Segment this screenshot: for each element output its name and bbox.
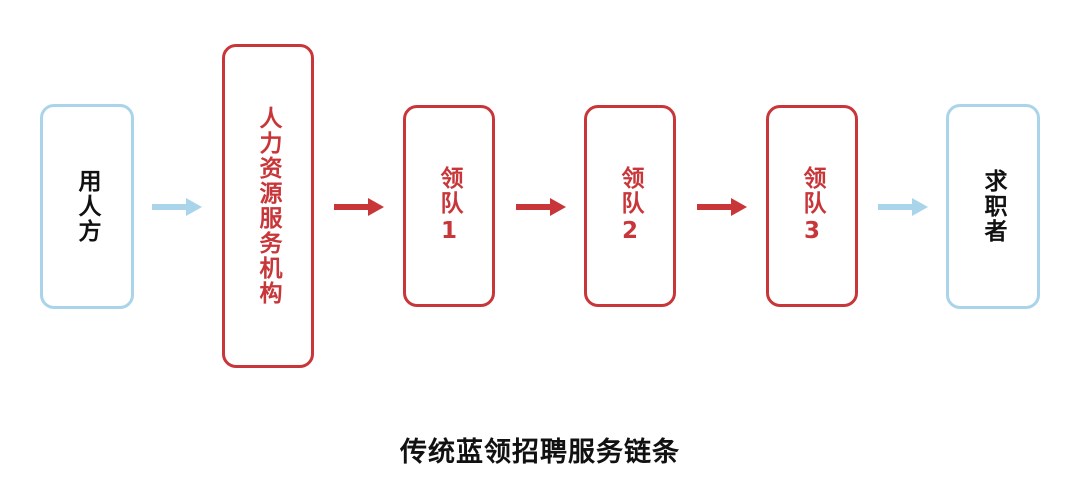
node-employer: 用人方 [40, 104, 134, 309]
node-hr-agency: 人力资源服务机构 [222, 44, 314, 368]
node-label: 领队 [799, 166, 825, 216]
node-number: 2 [621, 218, 638, 244]
node-label: 人力资源服务机构 [255, 106, 281, 306]
arrow-icon [334, 198, 384, 216]
node-number: 3 [803, 218, 820, 244]
node-number: 1 [440, 218, 457, 244]
arrow-icon [878, 198, 928, 216]
diagram-title: 传统蓝领招聘服务链条 [400, 437, 680, 468]
arrow-icon [152, 198, 202, 216]
node-job-seeker: 求职者 [946, 104, 1040, 309]
node-label: 用人方 [74, 169, 100, 244]
node-label: 求职者 [980, 169, 1006, 244]
arrow-icon [697, 198, 747, 216]
arrow-icon [516, 198, 566, 216]
node-label: 领队 [617, 166, 643, 216]
node-label: 领队 [436, 166, 462, 216]
